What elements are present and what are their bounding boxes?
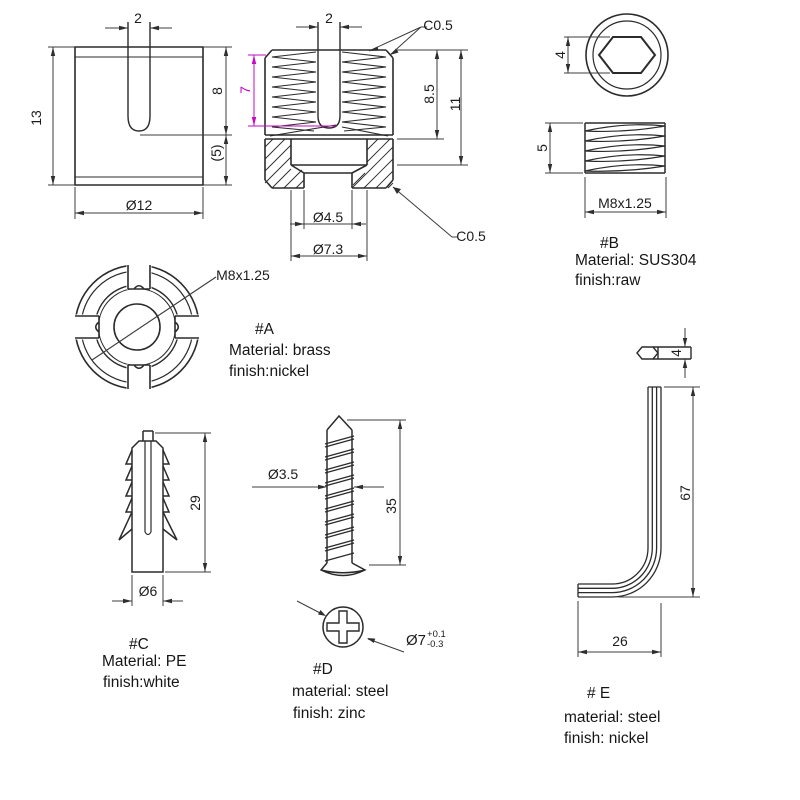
part-e-label: # E (587, 685, 611, 702)
part-a-thread-callout: M8x1.25 (216, 267, 270, 283)
part-c-dims (112, 432, 211, 606)
insert-section-arrows (251, 24, 464, 259)
insert-section-dims-magenta (248, 54, 336, 127)
part-a-material: Material: brass (229, 342, 331, 359)
part-b-arrows (547, 37, 666, 215)
dim-shaft-diameter: Ø3.5 (267, 466, 299, 482)
dim-head-diameter: Ø7+0.1-0.3 (406, 629, 446, 651)
part-d-dims (252, 419, 406, 653)
dim-thread-depth: 7 (237, 86, 253, 94)
part-c-finish: finish:white (103, 674, 180, 691)
part-a-label: #A (255, 321, 274, 338)
dim-plug-diameter: Ø6 (138, 583, 158, 599)
dim-counterbore-diameter: Ø7.3 (312, 241, 344, 257)
dim-side-total-height: 13 (28, 110, 44, 126)
callout-top-chamfer: C0.5 (423, 17, 453, 33)
dim-side-slot-depth: 8 (209, 87, 225, 95)
head-diameter-value: Ø7 (406, 631, 427, 649)
insert-section-dims (290, 26, 468, 261)
part-b-side-view (584, 122, 666, 174)
dim-bore-diameter: Ø4.5 (312, 209, 344, 225)
part-d-arrows (318, 420, 403, 643)
part-a-front-view (74, 264, 200, 390)
dim-plug-length: 29 (187, 495, 203, 511)
part-d-material: material: steel (292, 683, 389, 700)
dim-socket-size: 4 (552, 51, 568, 59)
part-c-arrows (123, 433, 208, 604)
part-e-arrows (578, 338, 696, 655)
dim-long-arm: 67 (677, 485, 693, 501)
insert-section-outline (264, 22, 394, 189)
dim-side-base-height: (5) (208, 144, 224, 162)
part-e-material: material: steel (564, 709, 661, 726)
part-b-thread-callout: M8x1.25 (598, 195, 652, 211)
dim-side-outer-diameter: Ø12 (125, 197, 153, 213)
dim-shoulder-depth: 8.5 (421, 84, 437, 104)
part-b-finish: finish:raw (575, 272, 641, 289)
insert-section-threads (269, 51, 389, 137)
part-b-top-view (585, 13, 669, 97)
dim-screw-length: 35 (383, 498, 399, 514)
part-a-finish: finish:nickel (229, 363, 310, 380)
part-b-material: Material: SUS304 (575, 252, 697, 269)
part-c-outline (118, 430, 178, 573)
dim-section-slot-width: 2 (325, 10, 333, 26)
part-c-material: Material: PE (102, 653, 187, 670)
dim-bore-depth: 11 (447, 96, 463, 112)
part-d-finish: finish: zinc (293, 705, 366, 722)
part-e-finish: finish: nickel (564, 730, 649, 747)
tolerance-minus: -0.3 (427, 639, 444, 651)
insert-side-view-outline (74, 22, 204, 186)
part-c-label: #C (129, 636, 149, 653)
dim-short-arm: 26 (612, 633, 628, 649)
insert-side-view-arrows (50, 25, 229, 216)
part-e-end-view (636, 346, 692, 360)
part-a-thread-leader (91, 276, 217, 361)
insert-section-hatch (264, 138, 394, 189)
part-b-label: #B (600, 235, 619, 252)
part-d-screw (319, 414, 367, 577)
part-e-dims (577, 328, 700, 657)
dim-hex-size: 4 (668, 349, 684, 357)
part-d-label: #D (313, 661, 333, 678)
callout-bottom-chamfer: C0.5 (456, 228, 486, 244)
dim-thread-length: 5 (534, 144, 550, 152)
part-e-body (577, 386, 662, 598)
part-b-dims (545, 36, 667, 218)
part-d-head-view (322, 606, 364, 648)
dim-side-slot-width: 2 (134, 10, 142, 26)
tolerance-plus: +0.1 (427, 629, 446, 640)
